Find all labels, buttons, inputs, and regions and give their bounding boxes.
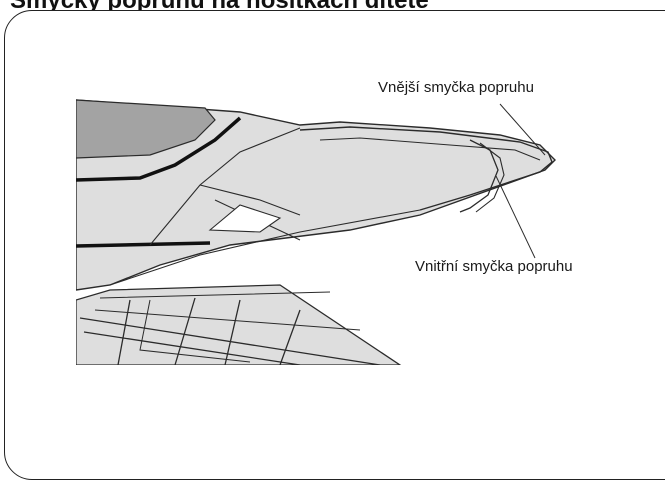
inner-loop-leader — [496, 176, 535, 258]
strap-loop-illustration — [0, 0, 665, 459]
outer-loop-label: Vnější smyčka popruhu — [378, 79, 534, 96]
inner-loop-label: Vnitřní smyčka popruhu — [415, 258, 573, 275]
